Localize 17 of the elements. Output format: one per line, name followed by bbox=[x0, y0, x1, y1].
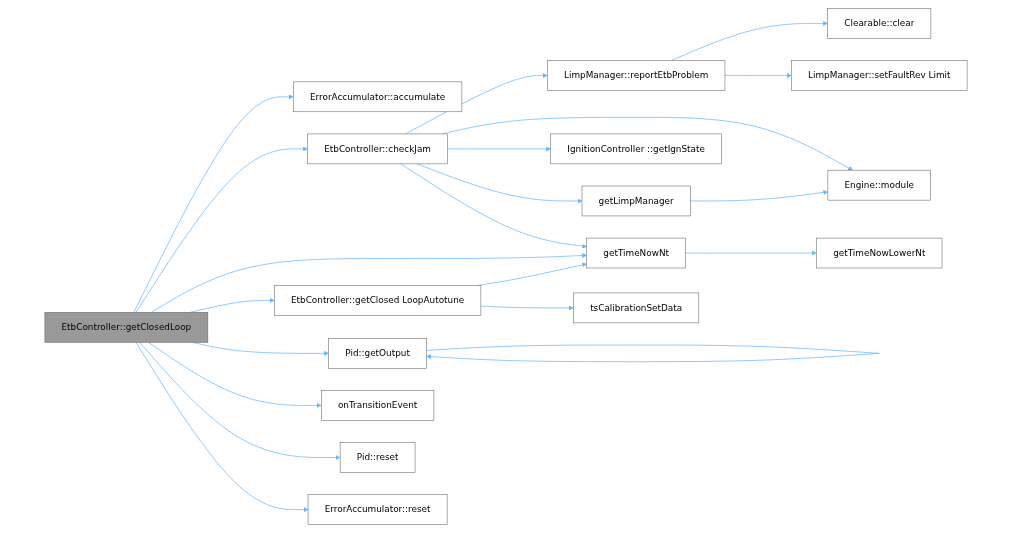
node-box: getLimpManager bbox=[581, 185, 691, 217]
node-box: ErrorAccumulator::accumulate bbox=[293, 81, 463, 113]
node-box: getTimeNowNt bbox=[586, 237, 686, 269]
node-box: LimpManager::reportEtbProblem bbox=[547, 60, 726, 91]
node-box: LimpManager::setFaultRev Limit bbox=[791, 60, 968, 91]
node-box: Clearable::clear bbox=[827, 8, 932, 39]
node-box: Pid::getOutput bbox=[328, 338, 427, 369]
node-box: getTimeNowLowerNt bbox=[816, 237, 943, 269]
node-box: IgnitionController ::getIgnState bbox=[550, 133, 722, 165]
node-box: EtbController::checkJam bbox=[307, 133, 448, 165]
node-box: tsCalibrationSetData bbox=[573, 292, 700, 324]
node-box: Engine::module bbox=[827, 169, 931, 201]
node-box: EtbController::getClosedLoop bbox=[44, 312, 209, 343]
node-box: onTransitionEvent bbox=[321, 390, 435, 421]
node-box: EtbController::getClosed LoopAutotune bbox=[274, 285, 482, 316]
node-box: ErrorAccumulator::reset bbox=[307, 494, 448, 525]
node-box: Pid::reset bbox=[339, 442, 416, 473]
